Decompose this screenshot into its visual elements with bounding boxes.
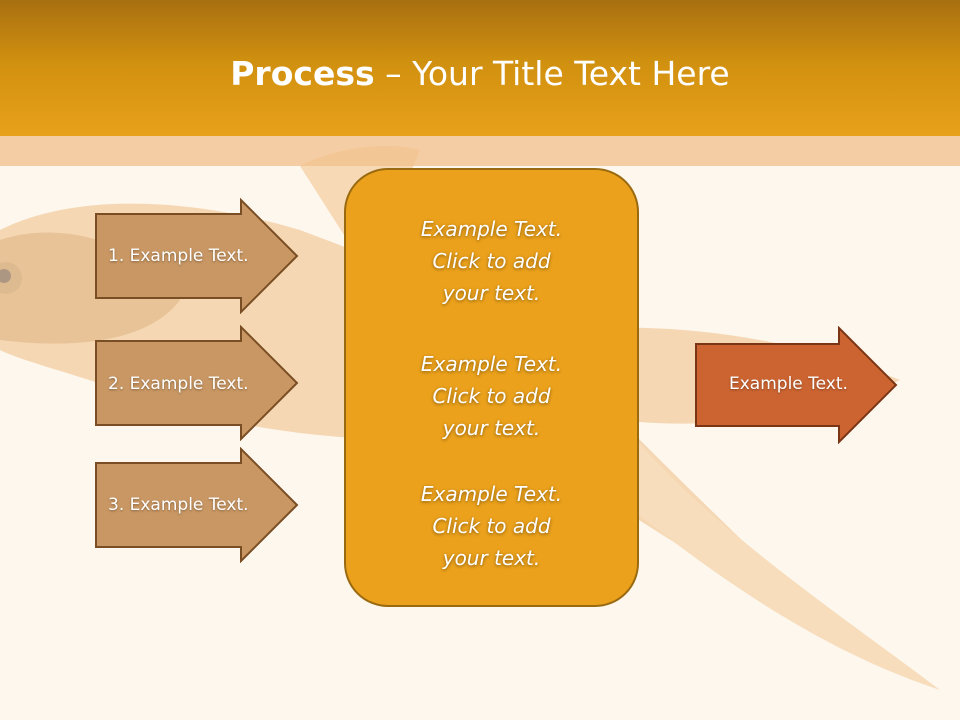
center-text-line: Click to add — [432, 249, 551, 273]
center-text-line: your text. — [442, 416, 541, 440]
center-text-block-2: Example Text. Click to add your text. — [346, 348, 637, 444]
process-step-label-3: 3. Example Text. — [108, 495, 249, 515]
center-text-line: Click to add — [432, 384, 551, 408]
process-step-arrow-1 — [95, 198, 299, 314]
process-step-arrow-2 — [95, 325, 299, 441]
center-text-block-1: Example Text. Click to add your text. — [346, 213, 637, 309]
process-result-label: Example Text. — [729, 374, 848, 394]
title-bar — [0, 0, 960, 136]
process-result-arrow — [695, 326, 898, 444]
center-text-line: Example Text. — [420, 217, 563, 241]
center-text-block-3: Example Text. Click to add your text. — [346, 478, 637, 574]
process-step-label-1: 1. Example Text. — [108, 246, 249, 266]
slide-title: Process – Your Title Text Here — [0, 52, 960, 96]
title-bar-strip — [0, 136, 960, 166]
center-text-line: Click to add — [432, 514, 551, 538]
center-text-line: Example Text. — [420, 482, 563, 506]
process-step-label-2: 2. Example Text. — [108, 374, 249, 394]
process-step-arrow-3 — [95, 447, 299, 563]
title-bold: Process — [230, 54, 375, 93]
process-center-box: Example Text. Click to add your text. Ex… — [344, 168, 639, 607]
center-text-line: your text. — [442, 546, 541, 570]
center-text-line: Example Text. — [420, 352, 563, 376]
center-text-line: your text. — [442, 281, 541, 305]
title-rest: – Your Title Text Here — [374, 54, 730, 93]
